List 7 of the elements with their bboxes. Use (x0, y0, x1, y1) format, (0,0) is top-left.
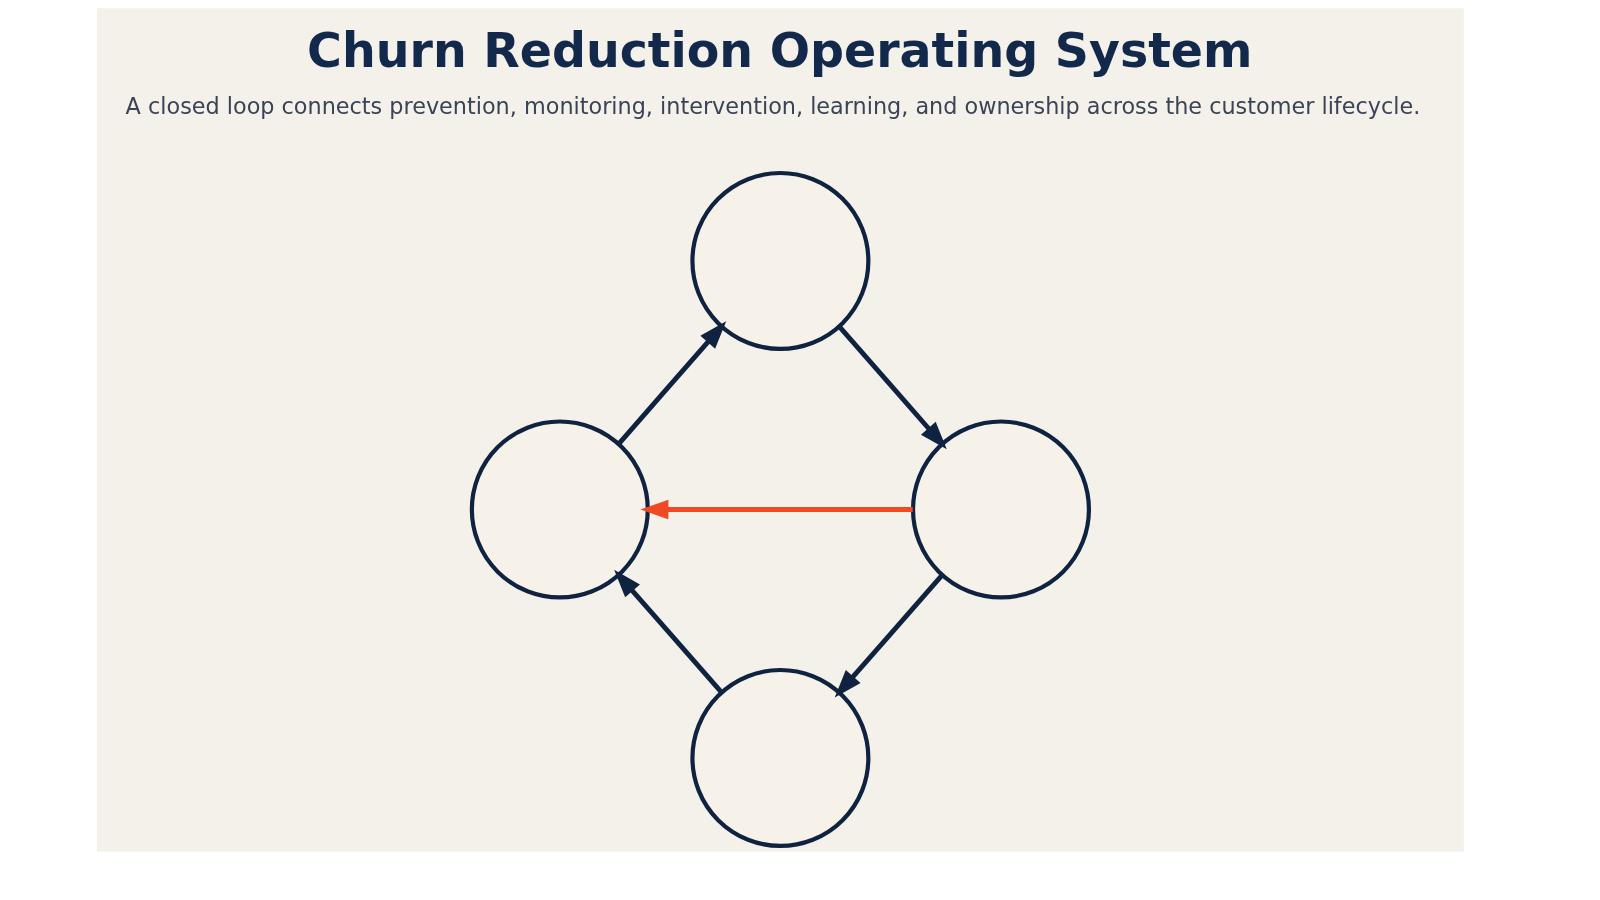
arrow (616, 321, 726, 446)
caption: A closed loop connects prevention, monitoring, intervention, learning, and ownership across the customer lifecycle. (125, 93, 1420, 120)
arrow (639, 499, 913, 520)
arrow (613, 569, 723, 694)
diagram-title: Churn Reduction Operating System (306, 23, 1252, 79)
arrow (834, 573, 944, 698)
arrow (837, 325, 947, 450)
